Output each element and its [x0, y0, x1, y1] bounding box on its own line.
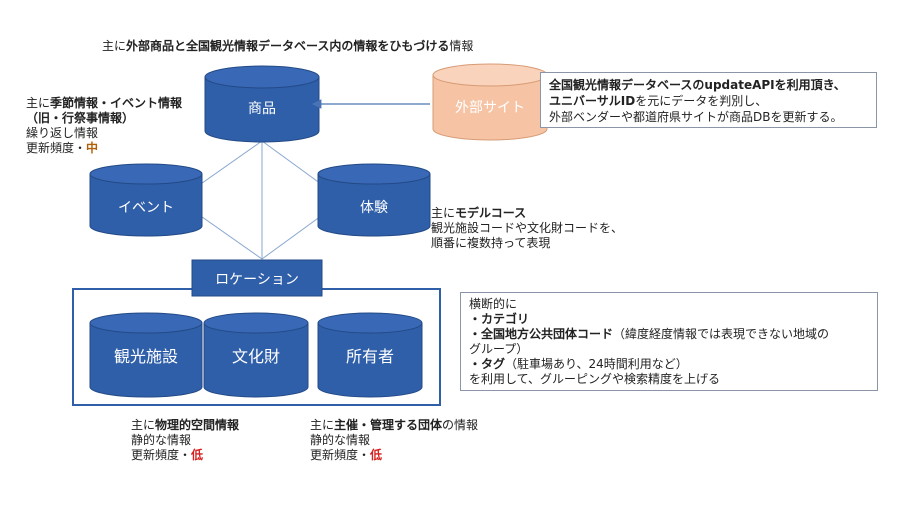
experience-note-bold: モデルコース [455, 206, 527, 220]
title-bold: 外部商品と全国観光情報データベース内の情報をひもづける [126, 39, 450, 53]
cross-note-line4: グループ） [469, 342, 529, 356]
physical-note-freq-label: 更新頻度・ [131, 448, 192, 462]
product-database: 商品 [204, 65, 320, 143]
cross-note-line3: （緯度経度情報では表現できない地域の [613, 327, 830, 341]
cultural-property-label: 文化財 [232, 347, 280, 366]
cross-cutting-note: 横断的に ・カテゴリ ・全国地方公共団体コード（緯度経度情報では表現できない地域… [460, 292, 878, 391]
cross-note-category: ・カテゴリ [469, 312, 530, 326]
external-site-label: 外部サイト [455, 100, 525, 116]
organizer-note-suffix: の情報 [442, 418, 479, 432]
location-label: ロケーション [215, 272, 299, 288]
organizer-note-static: 静的な情報 [310, 433, 371, 447]
cross-note-line6: を利用して、グルーピングや検索精度を上げる [469, 372, 721, 386]
external-update-note: 全国観光情報データベースのupdateAPIを利用頂き、 ユニバーサルIDを元に… [540, 72, 877, 128]
product-note-bold: 季節情報・イベント情報 [50, 96, 183, 110]
owner-database: 所有者 [317, 312, 423, 398]
diagram-title: 主に外部商品と全国観光情報データベース内の情報をひもづける情報 [102, 39, 473, 54]
location-box: ロケーション [191, 259, 323, 297]
organizer-note-prefix: 主に [310, 418, 335, 432]
product-note-prefix: 主に [26, 96, 51, 110]
organizer-note-bold: 主催・管理する団体 [334, 418, 443, 432]
product-note-legacy: （旧・行祭事情報） [26, 111, 135, 125]
product-note: 主に季節情報・イベント情報 （旧・行祭事情報） 繰り返し情報 更新頻度・中 [26, 96, 182, 156]
cross-note-line1: 横断的に [469, 297, 518, 311]
owner-label: 所有者 [346, 347, 394, 366]
product-note-repeat: 繰り返し情報 [26, 126, 99, 140]
facility-label: 観光施設 [114, 347, 178, 366]
cross-note-line5: （駐車場あり、24時間利用など） [505, 357, 688, 371]
experience-note-prefix: 主に [431, 206, 456, 220]
physical-space-note: 主に物理的空間情報 静的な情報 更新頻度・低 [131, 418, 239, 463]
event-database: イベント [89, 163, 203, 237]
physical-note-freq-value: 低 [191, 448, 204, 462]
organizer-note-freq-value: 低 [370, 448, 383, 462]
physical-note-static: 静的な情報 [131, 433, 192, 447]
external-site-database: 外部サイト [432, 63, 548, 141]
product-note-freq-label: 更新頻度・ [26, 141, 87, 155]
experience-label: 体験 [360, 200, 388, 216]
cross-note-tag: ・タグ [469, 357, 506, 371]
product-label: 商品 [248, 101, 276, 117]
physical-note-bold: 物理的空間情報 [155, 418, 240, 432]
physical-note-prefix: 主に [131, 418, 156, 432]
event-label: イベント [118, 200, 174, 216]
external-note-line1: 全国観光情報データベースのupdateAPIを利用頂き、 [549, 78, 846, 92]
facility-database: 観光施設 [89, 312, 203, 398]
organizer-note-freq-label: 更新頻度・ [310, 448, 371, 462]
external-note-line3: 外部ベンダーや都道府県サイトが商品DBを更新する。 [549, 110, 843, 124]
experience-note-line2: 観光施設コードや文化財コードを、 [431, 221, 624, 235]
organizer-note: 主に主催・管理する団体の情報 静的な情報 更新頻度・低 [310, 418, 478, 463]
title-prefix: 主に [102, 39, 127, 53]
cultural-property-database: 文化財 [203, 312, 309, 398]
external-note-universal-id: ユニバーサルID [549, 94, 636, 108]
product-note-freq-value: 中 [86, 141, 99, 155]
external-note-line2: を元にデータを判別し、 [635, 94, 768, 108]
experience-note-line3: 順番に複数持って表現 [431, 236, 551, 250]
title-suffix: 情報 [449, 39, 474, 53]
experience-note: 主にモデルコース 観光施設コードや文化財コードを、 順番に複数持って表現 [431, 206, 623, 251]
connector-lines [177, 140, 344, 260]
experience-database: 体験 [317, 163, 431, 237]
cross-note-municipality-code: ・全国地方公共団体コード [469, 327, 614, 341]
